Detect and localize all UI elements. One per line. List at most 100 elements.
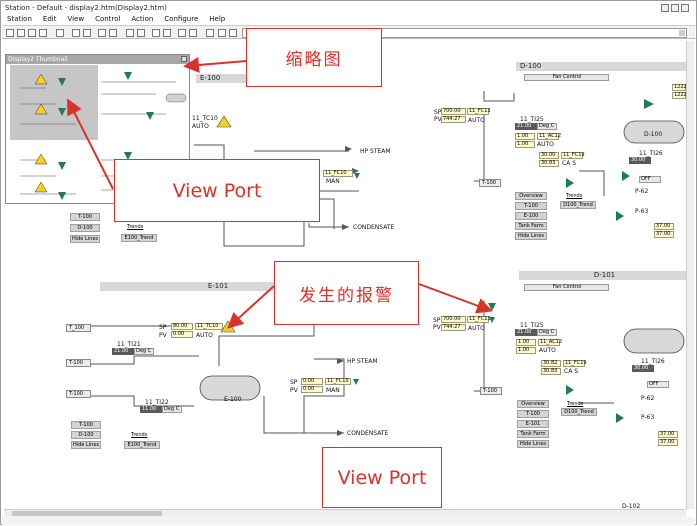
- d101-fc19-tag[interactable]: 11_FC19: [563, 360, 587, 367]
- d101-tank-farm-button[interactable]: Tank Farm: [517, 430, 549, 438]
- d101-overview-button[interactable]: Overview: [517, 400, 549, 408]
- d100-hide-lines-button[interactable]: Hide Lines: [515, 232, 547, 240]
- d100-ac-mode[interactable]: AUTO: [537, 141, 554, 148]
- viewport-callout-bottom-text: View Port: [337, 466, 427, 489]
- d100-ac-sp[interactable]: 1.00: [515, 133, 535, 140]
- toolbar-button[interactable]: [56, 29, 64, 37]
- toolbar-button[interactable]: [229, 29, 237, 37]
- toolbar-button[interactable]: [28, 29, 36, 37]
- toolbar-button[interactable]: [218, 29, 226, 37]
- e101-sp-value[interactable]: 80.00: [171, 323, 193, 330]
- e100-mode[interactable]: AUTO: [192, 123, 209, 130]
- d101-hide-lines-button[interactable]: Hide Lines: [517, 440, 549, 448]
- d100-fc19-mode[interactable]: CA S: [562, 160, 577, 167]
- d100-mode[interactable]: AUTO: [468, 117, 485, 124]
- d101-ac-tag[interactable]: 11_AC12: [538, 339, 563, 346]
- nav-d100-button[interactable]: D-100: [70, 224, 100, 232]
- e100-fc-mode[interactable]: MAN: [326, 178, 340, 185]
- e101-mode[interactable]: AUTO: [196, 332, 213, 339]
- horizontal-scrollbar[interactable]: [4, 509, 686, 517]
- tank-farm-button[interactable]: Tank Farm: [515, 222, 547, 230]
- d100-nav-e100-button[interactable]: E-100: [515, 212, 547, 220]
- e101-hide-lines-button[interactable]: Hide Lines: [71, 441, 101, 449]
- toolbar-button[interactable]: [178, 29, 186, 37]
- e101-fc-sp[interactable]: 0.00: [301, 378, 323, 385]
- vertical-scrollbar[interactable]: [686, 41, 694, 509]
- d101-mode[interactable]: AUTO: [468, 325, 485, 332]
- toolbar-button[interactable]: [109, 29, 117, 37]
- toolbar-button[interactable]: [98, 29, 106, 37]
- command-input[interactable]: [242, 28, 687, 38]
- d101-right-sp[interactable]: 37.00: [658, 431, 678, 438]
- nav-t100-button[interactable]: T-100: [70, 213, 100, 221]
- maximize-button[interactable]: [671, 4, 679, 12]
- d100-ac-tag[interactable]: 11_AC12: [537, 133, 562, 140]
- d100-sp-value[interactable]: 700.00: [441, 108, 466, 115]
- toolbar-button[interactable]: [137, 29, 145, 37]
- toolbar-button[interactable]: [83, 29, 91, 37]
- menu-view[interactable]: View: [67, 15, 85, 23]
- toolbar-button[interactable]: [163, 29, 171, 37]
- d101-ac-mode[interactable]: AUTO: [539, 347, 556, 354]
- d100-t100-tag[interactable]: T-100: [479, 179, 501, 187]
- menu-edit[interactable]: Edit: [42, 15, 57, 23]
- e101-ti21-tag: 11_TI21: [117, 341, 141, 348]
- minimize-button[interactable]: [661, 4, 669, 12]
- d101-nav-t100-button[interactable]: T-100: [517, 410, 549, 418]
- d101-fc19-mode[interactable]: CA S: [564, 368, 579, 375]
- menu-configure[interactable]: Configure: [164, 15, 199, 23]
- e101-fc-tag[interactable]: 11_FC10: [325, 378, 351, 385]
- d101-fc-tag[interactable]: 11_FC13: [467, 316, 491, 323]
- d100-fc-tag[interactable]: 11_FC13: [467, 108, 491, 115]
- d101-sp-value[interactable]: 700.00: [441, 316, 466, 323]
- toolbar-button[interactable]: [72, 29, 80, 37]
- close-button[interactable]: [681, 4, 689, 12]
- e101-fc-mode[interactable]: MAN: [326, 387, 340, 394]
- d100-trend-button[interactable]: D100_Trend: [560, 201, 596, 209]
- toolbar-button[interactable]: [206, 29, 214, 37]
- d100-right-ti-value: 30.00: [629, 157, 651, 164]
- d100-off-selector[interactable]: OFF: [639, 176, 661, 183]
- toolbar-button[interactable]: [39, 29, 47, 37]
- fan-control-d100[interactable]: Fan Control: [524, 74, 609, 81]
- e101-header: E-101: [100, 282, 332, 291]
- e101-trends-link[interactable]: Trends: [131, 432, 148, 438]
- d100-trends-link[interactable]: Trends: [566, 193, 583, 199]
- e101-nav-t100-button[interactable]: T-100: [71, 421, 101, 429]
- trends-link[interactable]: Trends: [127, 224, 144, 230]
- overview-button[interactable]: Overview: [515, 192, 547, 200]
- d100-nav-t100-button[interactable]: T-100: [515, 202, 547, 210]
- d101-trend-button[interactable]: D100_Trend: [561, 408, 597, 416]
- scroll-thumb[interactable]: [12, 511, 162, 516]
- toolbar-button[interactable]: [126, 29, 134, 37]
- e101-left-tag-2[interactable]: T-100: [66, 359, 91, 367]
- menu-help[interactable]: Help: [209, 15, 226, 23]
- menu-station[interactable]: Station: [7, 15, 32, 23]
- e100-fc-tag[interactable]: 11_FC10: [323, 170, 353, 177]
- e101-trend-button[interactable]: E100_Trend: [124, 441, 160, 449]
- d101-trends-link[interactable]: Trends: [567, 401, 584, 407]
- viewport-callout-bottom: View Port: [322, 447, 442, 508]
- d100-fc19-tag[interactable]: 11_FC19: [561, 152, 585, 159]
- e101-left-tag-1[interactable]: T_100: [66, 324, 91, 332]
- toolbar-button[interactable]: [6, 29, 14, 37]
- d100-right-sp[interactable]: 37.00: [654, 223, 674, 230]
- toolbar-button[interactable]: [189, 29, 197, 37]
- toolbar-button[interactable]: [152, 29, 160, 37]
- d100-fc19-sp[interactable]: 30.00: [539, 152, 559, 159]
- e101-left-tag-3[interactable]: T-100: [66, 390, 91, 398]
- menu-action[interactable]: Action: [131, 15, 154, 23]
- menu-control[interactable]: Control: [95, 15, 121, 23]
- e101-nav-d100-button[interactable]: D-100: [71, 431, 101, 439]
- d101-t100-tag[interactable]: T-100: [480, 387, 502, 395]
- e101-tc-tag[interactable]: 11_TC10: [195, 323, 223, 330]
- d101-fc19-sp[interactable]: 30.82: [541, 360, 561, 367]
- d101-off-selector[interactable]: OFF: [647, 381, 669, 388]
- e100-trend-button[interactable]: E100_Trend: [121, 234, 157, 242]
- d101-nav-e101-button[interactable]: E-101: [517, 420, 549, 428]
- close-icon[interactable]: [181, 56, 187, 62]
- d101-ac-sp[interactable]: 1.00: [516, 339, 536, 346]
- toolbar-button[interactable]: [17, 29, 25, 37]
- fan-control-d101[interactable]: Fan Control: [524, 284, 609, 291]
- hide-lines-button[interactable]: Hide Lines: [70, 235, 100, 243]
